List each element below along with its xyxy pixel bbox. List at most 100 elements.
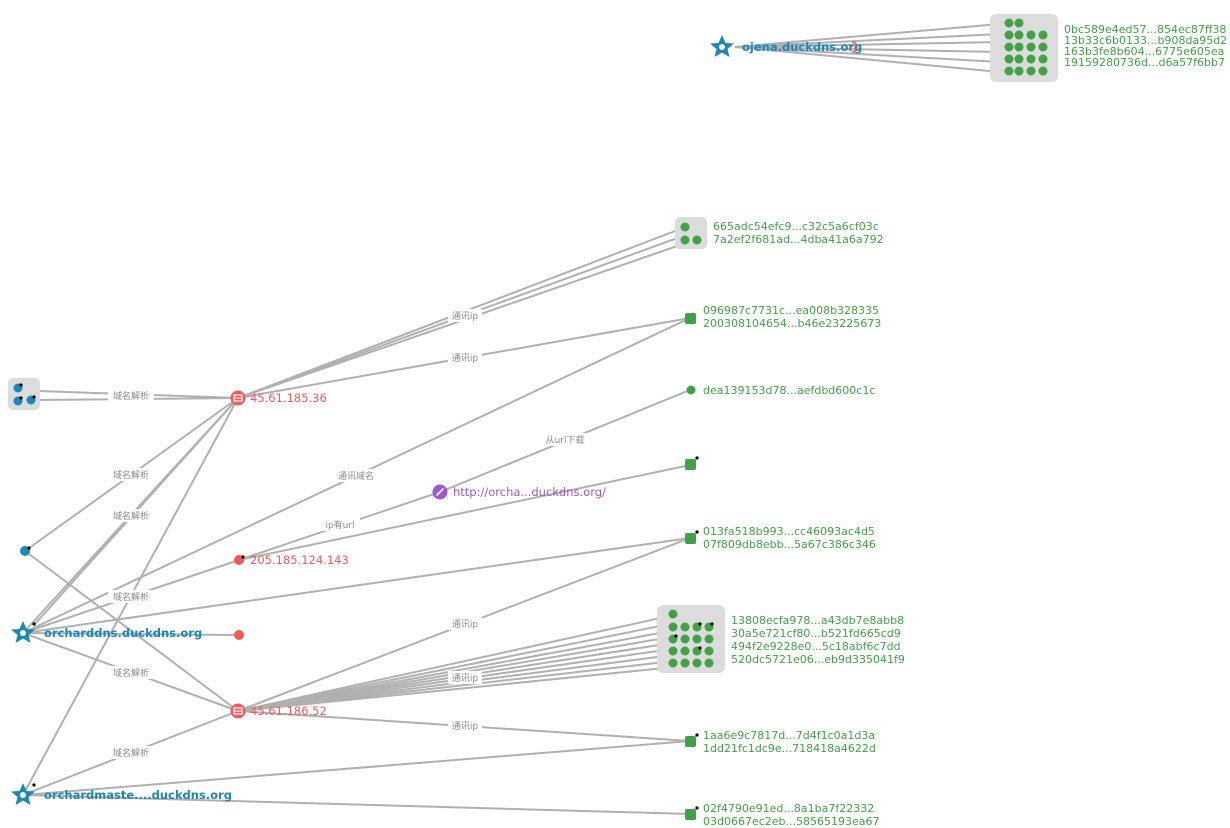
marker-dot: [695, 806, 699, 810]
file-hash-label: dea139153d78...aefdbd600c1c: [703, 384, 875, 397]
edge-orchardmaster-groupg: [22, 740, 691, 796]
marker-dots: [19, 383, 36, 400]
file-hash-label: 19159280736d...d6a57f6bb7: [1064, 56, 1225, 69]
file-hash-label: 163b3fe8b604...6775e605ea: [1064, 45, 1224, 58]
file-dots: [1004, 18, 1048, 76]
domain-group-left[interactable]: [8, 378, 40, 410]
file-hash-label: 13808ecfa978...a43db7e8abb8: [731, 614, 904, 627]
marker-dots: [674, 622, 714, 650]
star-domain-icon: [710, 35, 734, 57]
marker-dot: [32, 622, 36, 626]
edge-label-comm-ip: 通讯ip: [452, 353, 479, 364]
file-group-top-right[interactable]: 0bc589e4ed57...854ec87ff38 13b33c6b0133.…: [990, 14, 1227, 82]
edge-label-resolve: 域名解析: [113, 469, 149, 481]
file-hash-label: 30a5e721cf80...b521fd665cd9: [731, 627, 901, 640]
domain-node-ojena[interactable]: ojena.duckdns.org: [710, 35, 862, 57]
url-label: http://orcha...duckdns.org/: [453, 485, 606, 499]
file-hash-label: 1dd21fc1dc9e...718418a4622d: [703, 742, 876, 755]
file-hash-label: 494f2e9228e0...5c18abf6c7dd: [731, 640, 901, 653]
partial-ring-icon: [851, 41, 858, 53]
ip-node-45-61-185-36[interactable]: 45.61.185.36: [230, 390, 327, 406]
ip-label: 45.61.186.52: [250, 704, 327, 718]
edge-ojena-files: [734, 23, 1001, 73]
server-ip-icon: [230, 703, 246, 719]
edge-ip2-groupd: [238, 464, 691, 561]
edge-ip3-groupf: [237, 616, 666, 712]
domain-node-unlabeled[interactable]: [20, 546, 31, 556]
file-node-c[interactable]: dea139153d78...aefdbd600c1c: [686, 384, 876, 397]
file-hash-label: 07f809db8ebb...5a67c386c346: [703, 538, 876, 551]
star-domain-icon: [11, 783, 35, 805]
domain-node-orcharddns[interactable]: orcharddns.duckdns.org: [11, 621, 202, 643]
file-hash-label: 096987c7731c...ea008b328335: [703, 304, 879, 317]
group-box: [657, 605, 725, 673]
file-hash-label: 03d0667ec2eb...58565193ea67: [703, 815, 880, 828]
file-hash-label: 013fa518b993...cc46093ac4d5: [703, 525, 875, 538]
ip-node-unlabeled[interactable]: [234, 630, 244, 640]
domain-label: orchardmaste....duckdns.org: [44, 788, 232, 802]
domain-node-orchardmaster[interactable]: orchardmaste....duckdns.org: [11, 783, 232, 805]
ip-label: 45.61.185.36: [250, 391, 327, 405]
edge-label-ip-has-url: ip有url: [325, 519, 354, 531]
file-dot-icon: [686, 385, 696, 395]
file-group-d[interactable]: [685, 456, 699, 470]
edge-label-resolve: 域名解析: [113, 747, 149, 759]
file-hash-label: 0bc589e4ed57...854ec87ff38: [1064, 23, 1226, 36]
file-group-b[interactable]: 096987c7731c...ea008b328335 200308104654…: [685, 304, 881, 330]
edge-orchardmaster-grouph: [22, 794, 691, 815]
edge-label-download-from-url: 从url下载: [546, 434, 585, 446]
marker-dot: [27, 546, 31, 550]
edge-label-comm-ip: 通讯ip: [452, 619, 479, 630]
server-ip-icon: [230, 390, 246, 406]
file-hash-label: 520dc5721e06...eb9d335041f9: [731, 653, 905, 666]
file-hash-label: 7a2ef2f681ad...4dba41a6a792: [713, 233, 884, 246]
edge-node-ip3: [24, 550, 239, 712]
ip-dot-icon: [234, 630, 244, 640]
domain-label: ojena.duckdns.org: [742, 40, 862, 54]
file-group-h[interactable]: 02f4790e91ed...8a1ba7f22332 03d0667ec2eb…: [685, 802, 880, 828]
file-hash-label: 200308104654...b46e23225673: [703, 317, 881, 330]
domain-label: orcharddns.duckdns.org: [44, 626, 202, 640]
marker-dot: [695, 456, 699, 460]
file-hash-label: 13b33c6b0133...b908da95d2: [1064, 34, 1227, 47]
edge-label-comm-ip: 通讯ip: [452, 721, 479, 732]
marker-dot: [241, 555, 245, 559]
edge-label-resolve: 域名解析: [113, 667, 149, 679]
file-group-e[interactable]: 013fa518b993...cc46093ac4d5 07f809db8ebb…: [685, 525, 876, 551]
file-stack-icon: [685, 533, 696, 544]
file-hash-label: 1aa6e9c7817d...7d4f1c0a1d3a: [703, 729, 875, 742]
edge-label-resolve: 域名解析: [113, 591, 149, 603]
ip-node-205-185-124-143[interactable]: 205.185.124.143: [234, 553, 349, 567]
edge-label-comm-domain: 通讯域名: [338, 470, 374, 482]
url-node[interactable]: http://orcha...duckdns.org/: [432, 484, 607, 500]
file-stack-icon: [685, 736, 696, 747]
marker-dot: [695, 733, 699, 737]
ip-node-45-61-186-52[interactable]: 45.61.186.52: [230, 703, 327, 719]
file-hash-label: 665adc54efc9...c32c5a6cf03c: [713, 220, 879, 233]
group-box: [675, 217, 707, 249]
ip-label: 205.185.124.143: [250, 553, 349, 567]
edge-label-comm-ip: 通讯ip: [452, 673, 479, 684]
link-icon: [432, 484, 448, 500]
edge-labels: 域名解析 域名解析 域名解析 域名解析 域名解析 域名解析 通讯ip 通讯ip …: [108, 309, 589, 759]
marker-dot: [695, 530, 699, 534]
star-domain-icon: [11, 621, 35, 643]
file-stack-icon: [685, 313, 696, 324]
edge-label-resolve: 域名解析: [113, 510, 149, 522]
group-box: [8, 378, 40, 410]
file-group-g[interactable]: 1aa6e9c7817d...7d4f1c0a1d3a 1dd21fc1dc9e…: [685, 729, 876, 755]
edge-orcharddns-groupe: [22, 537, 691, 634]
edges: [22, 23, 1001, 815]
file-group-a[interactable]: 665adc54efc9...c32c5a6cf03c 7a2ef2f681ad…: [675, 217, 884, 249]
file-hash-label: 02f4790e91ed...8a1ba7f22332: [703, 802, 874, 815]
file-group-f[interactable]: 13808ecfa978...a43db7e8abb8 30a5e721cf80…: [657, 605, 905, 673]
file-dots: [680, 222, 702, 245]
edge-label-resolve: 域名解析: [113, 390, 149, 402]
group-box: [990, 14, 1058, 82]
file-stack-icon: [685, 809, 696, 820]
marker-dot: [32, 783, 36, 787]
edge-label-comm-ip: 通讯ip: [452, 311, 479, 322]
edge-orcharddns-dot: [22, 632, 240, 636]
file-stack-icon: [685, 459, 696, 470]
